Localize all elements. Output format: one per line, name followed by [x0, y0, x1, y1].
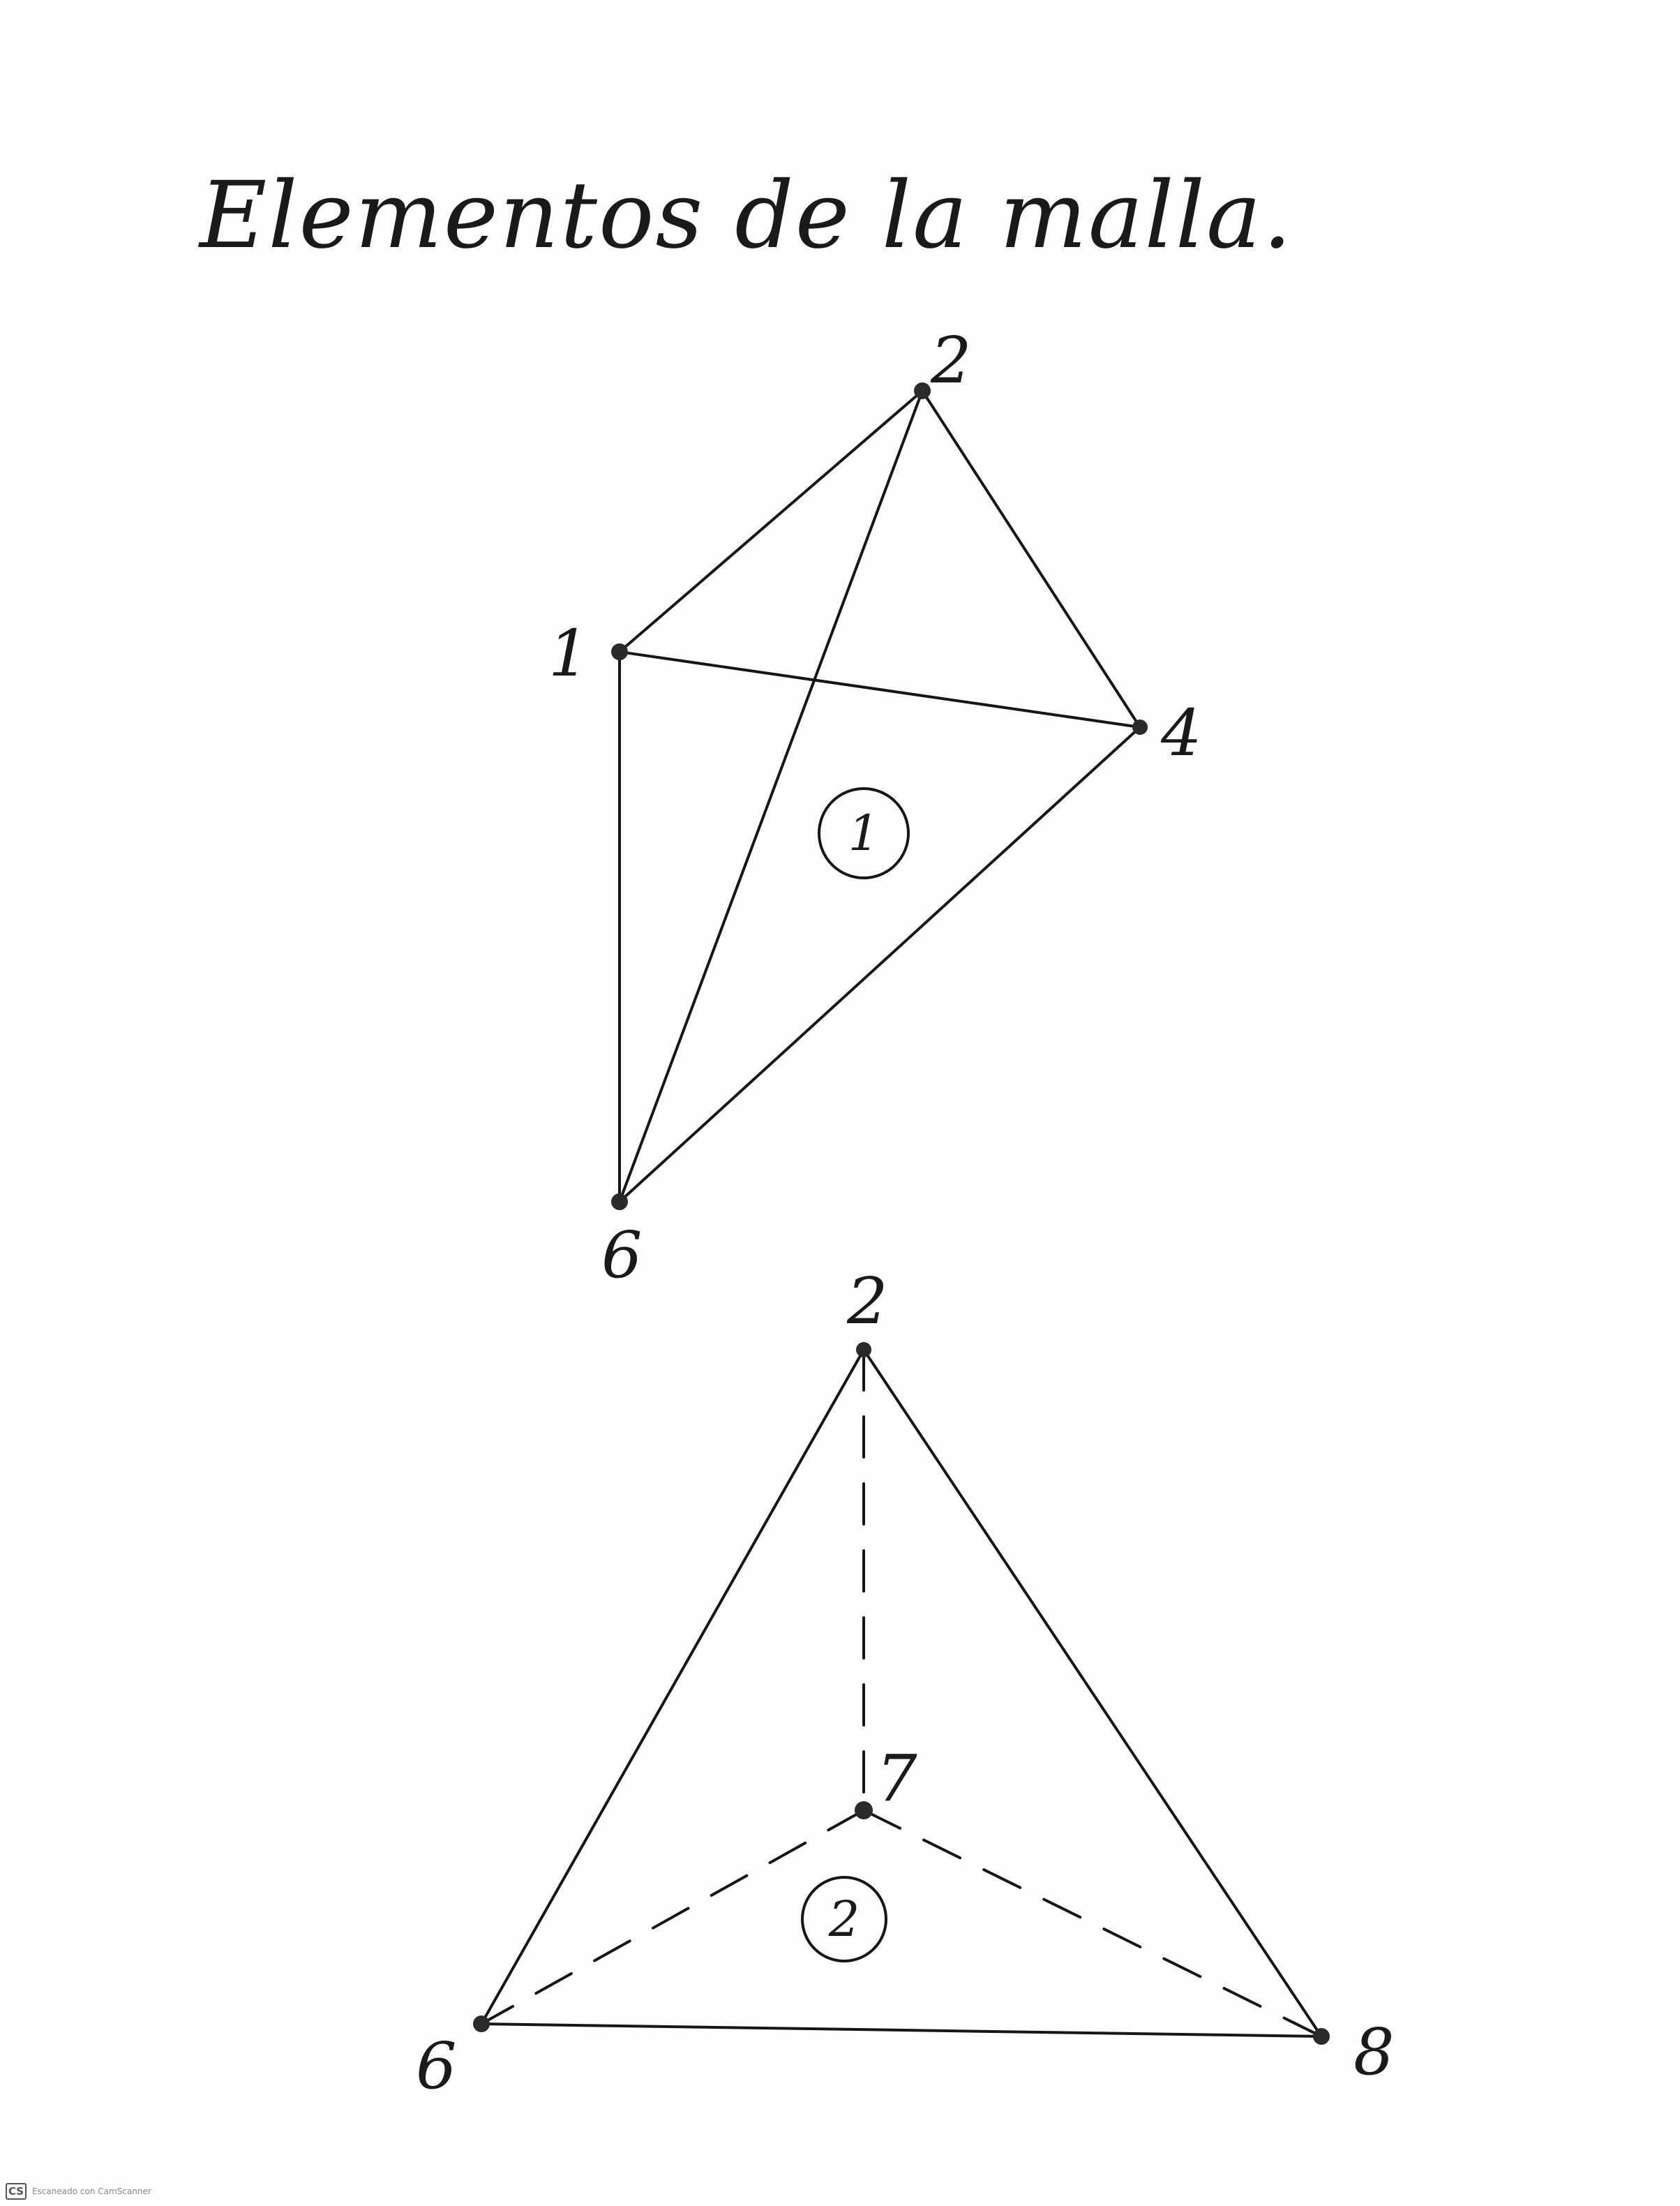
- edge-1-4: [618, 650, 1141, 729]
- node-7: [855, 1801, 873, 1819]
- node-2b: [856, 1342, 871, 1357]
- node-label-2: 2: [930, 323, 972, 398]
- edge-2-6b: [480, 1348, 865, 2025]
- camscanner-logo-icon: CS: [6, 2183, 27, 2200]
- edge-2-6: [618, 389, 924, 1203]
- edge-2-8: [862, 1348, 1323, 2038]
- element-2-badge: [801, 1876, 887, 1962]
- node-label-2b: 2: [846, 1264, 888, 1339]
- scanner-watermark: CS Escaneado con CamScanner: [6, 2183, 151, 2200]
- node-4: [1132, 720, 1148, 735]
- camscanner-text: Escaneado con CamScanner: [32, 2186, 151, 2196]
- element-1-badge: [818, 787, 910, 879]
- node-1: [611, 643, 628, 660]
- edge-7-8: [862, 1809, 1323, 2038]
- node-label-6: 6: [601, 1218, 643, 1292]
- element-2: 2 7 6 8 2: [416, 1264, 1395, 2103]
- element-1: 1 2 4 6 1: [548, 323, 1202, 1292]
- node-label-1: 1: [548, 616, 590, 691]
- edge-4-6: [618, 726, 1141, 1203]
- node-label-8: 8: [1353, 2015, 1395, 2089]
- node-6: [611, 1193, 628, 1210]
- edge-1-2: [618, 389, 924, 653]
- edge-7-6: [480, 1809, 865, 2025]
- node-2: [914, 382, 931, 399]
- node-label-7: 7: [876, 1741, 917, 1816]
- node-label-4: 4: [1160, 696, 1202, 770]
- element-2-label: 2: [828, 1891, 860, 1948]
- node-6b: [473, 2015, 490, 2032]
- edge-2-4: [921, 389, 1141, 729]
- page-title: Elementos de la malla.: [200, 162, 1293, 269]
- element-1-label: 1: [848, 805, 880, 862]
- edge-6-8: [480, 2022, 1323, 2038]
- node-label-6b: 6: [416, 2029, 457, 2103]
- node-8: [1313, 2028, 1330, 2045]
